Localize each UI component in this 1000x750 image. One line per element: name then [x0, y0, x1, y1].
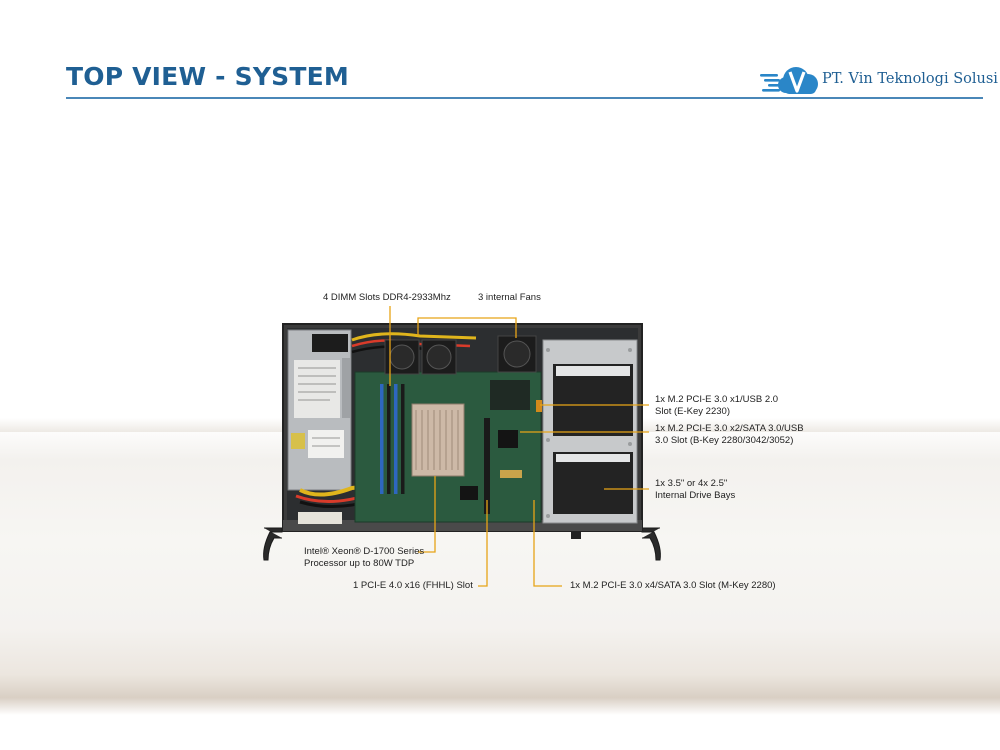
callout-drive-bays-line2: Internal Drive Bays	[655, 489, 736, 501]
callout-m2-bkey: 1x M.2 PCI-E 3.0 x2/SATA 3.0/USB 3.0 Slo…	[655, 423, 804, 446]
callout-m2-ekey: 1x M.2 PCI-E 3.0 x1/USB 2.0 Slot (E-Key …	[655, 394, 778, 417]
callout-m2-ekey-line1: 1x M.2 PCI-E 3.0 x1/USB 2.0	[655, 394, 779, 405]
callout-cpu: Intel® Xeon® D-1700 Series Processor up …	[304, 546, 424, 569]
callout-drive-bays-line1: 1x 3.5" or 4x 2.5"	[655, 478, 728, 489]
callout-drive-bays: 1x 3.5" or 4x 2.5" Internal Drive Bays	[655, 478, 735, 501]
callout-internal-fans: 3 internal Fans	[478, 292, 541, 303]
callout-cpu-line1: Intel® Xeon® D-1700 Series	[304, 546, 425, 557]
callout-m2-ekey-line2: Slot (E-Key 2230)	[655, 405, 730, 417]
callout-m2-bkey-line1: 1x M.2 PCI-E 3.0 x2/SATA 3.0/USB	[655, 423, 804, 434]
title-underline	[66, 97, 983, 99]
company-name: PT. Vin Teknologi Solusi	[822, 71, 998, 87]
callout-pcie-slot: 1 PCI-E 4.0 x16 (FHHL) Slot	[353, 580, 473, 591]
slide-title: TOP VIEW - SYSTEM	[66, 62, 349, 91]
callout-m2-mkey: 1x M.2 PCI-E 3.0 x4/SATA 3.0 Slot (M-Key…	[570, 580, 776, 591]
cloud-v-logo-icon	[760, 67, 818, 94]
callout-m2-bkey-line2: 3.0 Slot (B-Key 2280/3042/3052)	[655, 434, 794, 446]
callout-dimm-slots: 4 DIMM Slots DDR4-2933Mhz	[323, 292, 451, 303]
callout-cpu-line2: Processor up to 80W TDP	[304, 557, 415, 569]
